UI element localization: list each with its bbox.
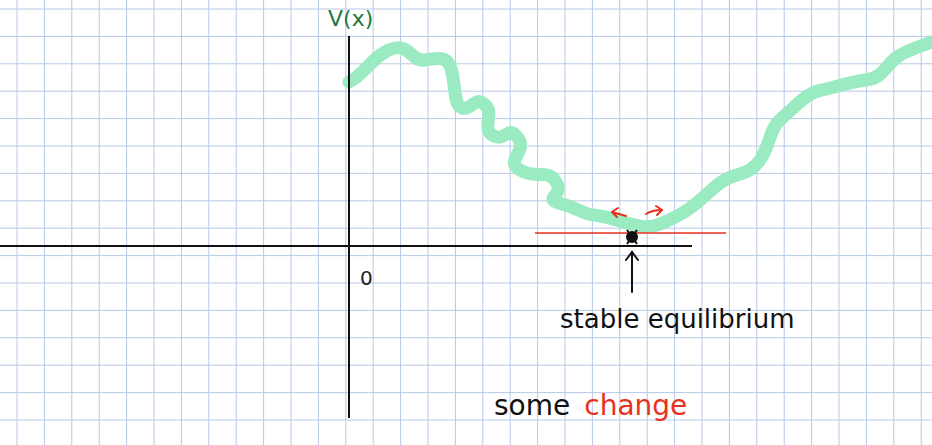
grid-line xyxy=(0,228,932,229)
grid-line xyxy=(71,0,72,445)
annotation-text: change xyxy=(584,392,687,420)
grid-line xyxy=(702,0,703,445)
grid-line xyxy=(0,146,932,147)
grid-line xyxy=(400,0,401,445)
y-axis xyxy=(348,36,350,418)
grid-line xyxy=(756,0,757,445)
grid-line xyxy=(291,0,292,445)
grid-line xyxy=(811,0,812,445)
grid-line xyxy=(729,0,730,445)
grid-line xyxy=(784,0,785,445)
x-axis xyxy=(0,245,692,247)
grid-line xyxy=(921,0,922,445)
grid-line xyxy=(0,9,932,10)
grid-line xyxy=(839,0,840,445)
grid-line xyxy=(126,0,127,445)
grid-line xyxy=(0,36,932,37)
grid-line xyxy=(866,0,867,445)
oscillation-arrows xyxy=(612,206,662,217)
grid-line xyxy=(17,0,18,445)
grid-line xyxy=(181,0,182,445)
grid-line xyxy=(208,0,209,445)
grid-line xyxy=(236,0,237,445)
grid-line xyxy=(0,118,932,119)
origin-label: 0 xyxy=(360,268,373,288)
grid-line xyxy=(154,0,155,445)
annotation-text: stable equilibrium xyxy=(560,306,795,332)
grid-line xyxy=(0,392,932,393)
grid-line xyxy=(99,0,100,445)
grid-line xyxy=(537,0,538,445)
grid-line xyxy=(345,0,346,445)
grid-line xyxy=(0,255,932,256)
particle-figure xyxy=(627,230,637,244)
grid-line xyxy=(0,283,932,284)
grid-line xyxy=(0,365,932,366)
grid-line xyxy=(565,0,566,445)
grid-line xyxy=(0,173,932,174)
grid-line xyxy=(510,0,511,445)
grid-line xyxy=(44,0,45,445)
grid-line xyxy=(318,0,319,445)
grid-line xyxy=(263,0,264,445)
potential-curve xyxy=(349,42,932,227)
grid-line xyxy=(0,337,932,338)
grid-line xyxy=(0,200,932,201)
grid-line xyxy=(0,63,932,64)
grid-line xyxy=(0,91,932,92)
grid-line xyxy=(482,0,483,445)
grid-line xyxy=(592,0,593,445)
pointer-arrow xyxy=(626,252,638,292)
grid-line xyxy=(0,420,932,421)
grid-line xyxy=(428,0,429,445)
annotation-text: some xyxy=(494,392,570,420)
axis-label: V(x) xyxy=(328,8,373,30)
